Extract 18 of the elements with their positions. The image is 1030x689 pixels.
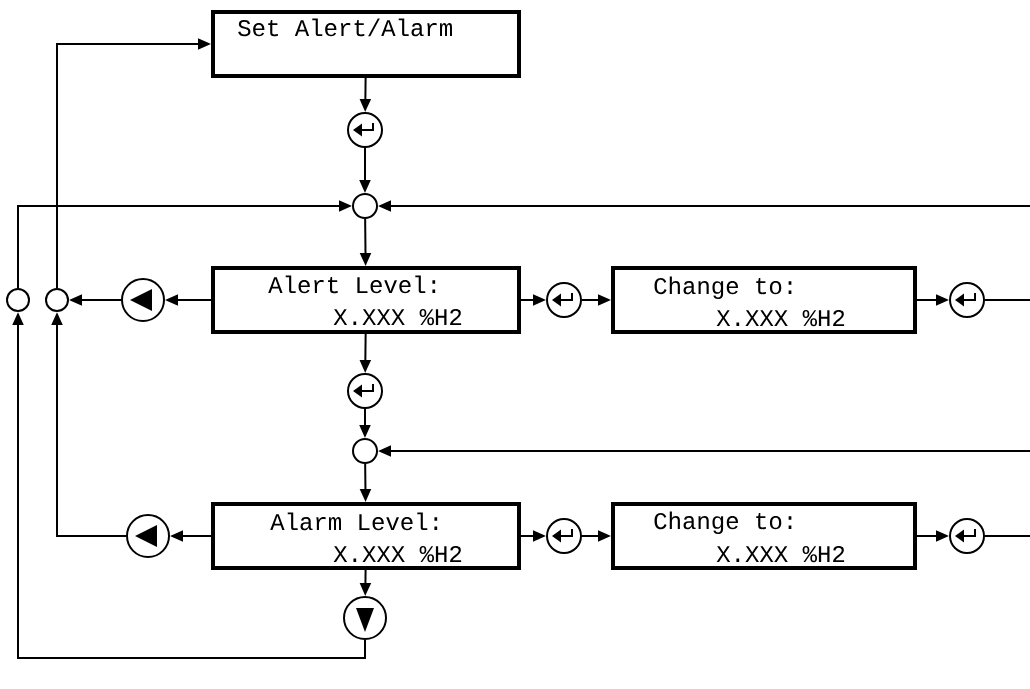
display-box: Change to: X.XXX %H2 bbox=[611, 502, 917, 570]
junction-circle bbox=[352, 438, 378, 464]
display-box: Alarm Level: X.XXX %H2 bbox=[211, 502, 521, 570]
display-box: Set Alert/Alarm bbox=[211, 10, 521, 78]
enter-button bbox=[347, 373, 383, 409]
down-button bbox=[343, 596, 387, 640]
enter-button bbox=[546, 282, 582, 318]
junction-circle bbox=[6, 288, 30, 312]
left-button bbox=[126, 514, 170, 558]
display-box: Alert Level: X.XXX %H2 bbox=[211, 266, 521, 334]
junction-circle bbox=[352, 193, 378, 219]
enter-button bbox=[347, 112, 383, 148]
junction-circle bbox=[45, 288, 69, 312]
left-button bbox=[121, 278, 165, 322]
enter-button bbox=[546, 518, 582, 554]
enter-button bbox=[949, 282, 985, 318]
enter-button bbox=[949, 518, 985, 554]
display-box: Change to: X.XXX %H2 bbox=[611, 266, 917, 334]
